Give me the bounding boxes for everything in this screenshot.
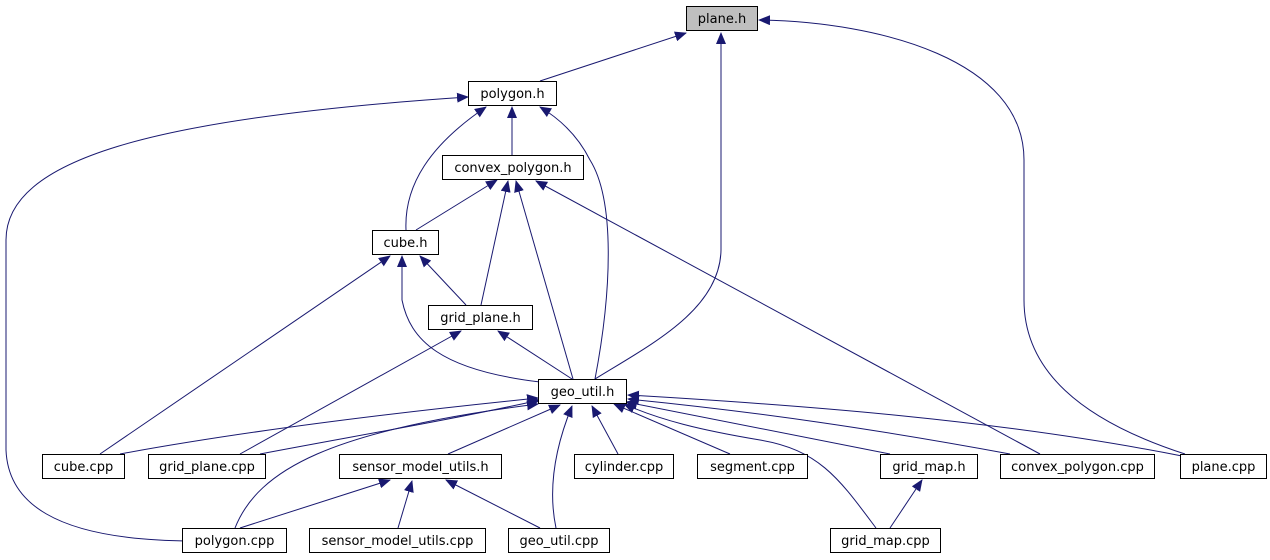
edge-grid-map-cpp-to-geo-util-h [623, 403, 877, 529]
edge-cylinder-cpp-to-geo-util-h [591, 405, 619, 455]
node-box [508, 528, 610, 553]
node-label: plane.h [698, 12, 746, 27]
nodes-layer: plane.h polygon.h convex_polygon.h cube.h gr… [42, 6, 1267, 553]
edge-cube-h-to-convex-polygon-h [415, 179, 498, 231]
node-plane-cpp[interactable]: plane.cpp [1180, 454, 1267, 479]
edge-grid-map-cpp-to-grid-map-h [889, 479, 923, 529]
edge-polygon-cpp-to-polygon-h [5, 92, 469, 542]
edge-cube-cpp-to-cube-h [99, 255, 391, 455]
edge-convex-polygon-cpp-to-convex-polygon-h [535, 180, 1041, 455]
node-label: sensor_model_utils.h [352, 460, 488, 475]
node-box [182, 528, 287, 553]
node-label: segment.cpp [710, 460, 795, 475]
node-label: polygon.h [480, 87, 544, 102]
edge-sensor-model-utils-h-to-geo-util-h [447, 404, 561, 455]
edges-layer [5, 15, 1186, 542]
node-label: cube.h [383, 236, 427, 251]
node-box [428, 305, 533, 330]
edge-grid-plane-h-to-cube-h [419, 255, 467, 306]
node-box [1000, 454, 1155, 479]
node-box [309, 528, 486, 553]
edge-geo-util-h-to-polygon-h [539, 106, 609, 380]
node-sensor-model-utils-cpp[interactable]: sensor_model_utils.cpp [309, 528, 486, 553]
edge-cube-cpp-to-geo-util-h [119, 394, 539, 455]
node-polygon-cpp[interactable]: polygon.cpp [182, 528, 287, 553]
node-box [686, 6, 758, 31]
edge-geo-util-h-to-convex-polygon-h [514, 180, 574, 380]
edge-plane-cpp-to-geo-util-h [627, 390, 1183, 457]
node-label: sensor_model_utils.cpp [322, 534, 474, 549]
node-label: grid_plane.h [440, 311, 520, 326]
node-plane-h[interactable]: plane.h [686, 6, 758, 31]
node-geo-util-h[interactable]: geo_util.h [538, 379, 627, 404]
node-box [1180, 454, 1267, 479]
node-label: polygon.cpp [195, 534, 275, 549]
node-label: grid_map.cpp [841, 534, 930, 549]
node-cylinder-cpp[interactable]: cylinder.cpp [574, 454, 674, 479]
node-grid-map-cpp[interactable]: grid_map.cpp [830, 528, 941, 553]
node-box [880, 454, 978, 479]
edge-geo-util-h-to-plane-h [594, 32, 726, 380]
edge-geo-util-h-to-grid-plane-h [497, 330, 573, 380]
edge-polygon-cpp-to-geo-util-h [234, 400, 539, 529]
edge-grid-plane-cpp-to-geo-util-h [259, 397, 541, 455]
node-box [339, 454, 502, 479]
node-grid-plane-h[interactable]: grid_plane.h [428, 305, 533, 330]
node-box [574, 454, 674, 479]
node-label: cylinder.cpp [585, 460, 664, 475]
node-box [42, 454, 125, 479]
node-label: cube.cpp [54, 460, 113, 475]
node-label: geo_util.h [551, 385, 615, 400]
edge-convex-polygon-cpp-to-geo-util-h [627, 395, 1011, 455]
node-label: convex_polygon.h [454, 161, 571, 176]
edge-grid-plane-h-to-convex-polygon-h [480, 180, 511, 306]
edge-geo-util-cpp-to-geo-util-h [552, 405, 573, 529]
node-box [148, 454, 266, 479]
node-cube-h[interactable]: cube.h [372, 230, 439, 255]
node-label: grid_map.h [892, 460, 965, 475]
edge-cube-h-to-polygon-h [405, 106, 487, 231]
node-convex-polygon-h[interactable]: convex_polygon.h [442, 155, 584, 180]
edge-geo-util-cpp-to-sensor-model-utils-h [445, 479, 541, 529]
edge-plane-cpp-to-plane-h [758, 15, 1186, 455]
node-grid-map-h[interactable]: grid_map.h [880, 454, 978, 479]
node-grid-plane-cpp[interactable]: grid_plane.cpp [148, 454, 266, 479]
node-sensor-model-utils-h[interactable]: sensor_model_utils.h [339, 454, 502, 479]
node-label: plane.cpp [1192, 460, 1256, 475]
node-label: geo_util.cpp [519, 534, 598, 549]
edge-geo-util-h-to-cube-h [397, 255, 541, 383]
edge-grid-map-h-to-geo-util-h [625, 399, 891, 455]
node-label: convex_polygon.cpp [1011, 460, 1144, 475]
node-segment-cpp[interactable]: segment.cpp [697, 454, 808, 479]
edge-grid-plane-cpp-to-grid-plane-h [239, 330, 462, 455]
node-box [442, 155, 584, 180]
node-box [830, 528, 941, 553]
node-box [468, 81, 557, 106]
node-convex-polygon-cpp[interactable]: convex_polygon.cpp [1000, 454, 1155, 479]
edge-sensor-model-utils-cpp-to-sensor-model-utils-h [397, 480, 414, 529]
node-geo-util-cpp[interactable]: geo_util.cpp [508, 528, 610, 553]
node-label: grid_plane.cpp [159, 460, 255, 475]
edge-polygon-cpp-to-sensor-model-utils-h [239, 478, 391, 529]
node-box [372, 230, 439, 255]
node-box [538, 379, 627, 404]
edge-polygon-h-to-plane-h [539, 31, 687, 82]
node-box [697, 454, 808, 479]
node-cube-cpp[interactable]: cube.cpp [42, 454, 125, 479]
node-polygon-h[interactable]: polygon.h [468, 81, 557, 106]
